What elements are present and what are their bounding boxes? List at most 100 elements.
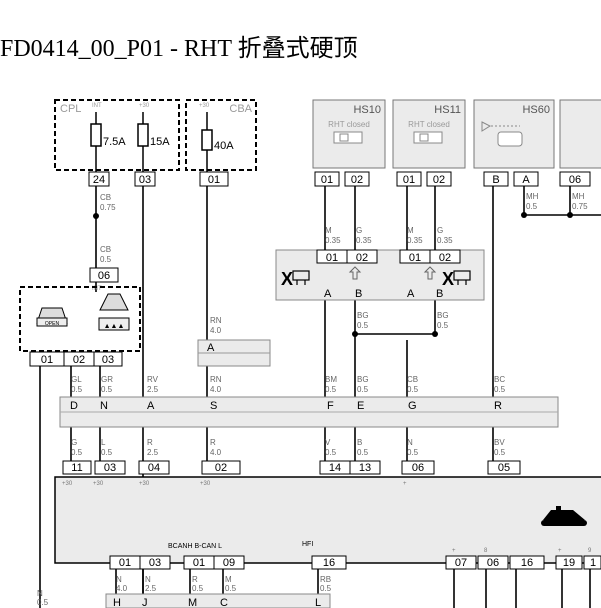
pin-letter: C: [220, 597, 228, 608]
wire-label: 0.5: [192, 584, 204, 593]
wire-label: RN: [210, 316, 222, 325]
sensor-icon: [481, 121, 492, 132]
pin-number: 06: [569, 174, 581, 186]
hfi-label: HFI: [302, 541, 313, 548]
wire-label: B: [357, 438, 362, 447]
pin-letter: S: [210, 400, 217, 412]
pin-letter: R: [494, 400, 502, 412]
pin-label: INT: [92, 103, 102, 109]
wire-label: BC: [494, 375, 505, 384]
wire-label: MH: [526, 192, 539, 201]
wire-label: M: [325, 226, 332, 235]
pin-number: 01: [321, 174, 333, 186]
wire-label: 0.5: [101, 385, 113, 394]
wire-label: 4.0: [210, 326, 222, 335]
pin-number: 01: [41, 354, 53, 366]
wire-label: 0.5: [320, 584, 332, 593]
arrow-up-icon: [423, 266, 437, 280]
pin-letter: B: [355, 288, 362, 300]
pin-label: INT: [92, 286, 102, 292]
pin-number: 01: [403, 174, 415, 186]
wire-label: 0.5: [37, 598, 49, 607]
pin-label: +30: [93, 481, 104, 487]
pin-number: 02: [215, 462, 227, 474]
wire-label: N: [407, 438, 413, 447]
wire-label: 0.5: [437, 321, 449, 330]
wire-label: CB: [407, 375, 418, 384]
pin-number: 03: [149, 557, 161, 569]
switch-label: HS60: [522, 104, 550, 116]
pin-letter: E: [357, 400, 364, 412]
pin-letter: N: [100, 400, 108, 412]
pin-number: 01: [208, 174, 220, 186]
pin-letter: B: [436, 288, 443, 300]
pin-number: 04: [148, 462, 160, 474]
pin-number: 14: [329, 462, 341, 474]
wire-label: 0.5: [100, 255, 112, 264]
pin-number: 01: [326, 252, 338, 264]
pin-number: 06: [487, 557, 499, 569]
arrow-up-icon: [348, 266, 362, 280]
wire-label: 0.35: [356, 236, 372, 245]
pin-label: +: [403, 481, 407, 487]
wire-label: RB: [320, 575, 331, 584]
wire-label: GL: [71, 375, 82, 384]
pin-number: 02: [73, 354, 85, 366]
pin-letter: M: [188, 597, 197, 608]
wire-label: 0.35: [325, 236, 341, 245]
pin-number: A: [522, 174, 530, 186]
pin-number: 06: [98, 270, 110, 282]
wire-label: V: [325, 438, 331, 447]
pin-label: 9: [588, 548, 592, 554]
wire-label: R: [192, 575, 198, 584]
svg-text:▲▲▲: ▲▲▲: [104, 323, 125, 330]
fuse-rating: 40A: [214, 140, 234, 152]
wire-label: G: [356, 226, 362, 235]
pin-letter: A: [324, 288, 332, 300]
pin-number: 02: [439, 252, 451, 264]
fuse-box-cpl: CPL INT +30 7.5A 15A 24 03: [54, 99, 180, 187]
wire-label: 0.35: [407, 236, 423, 245]
wire-label: 0.5: [71, 385, 83, 394]
wire-label: 0.5: [225, 584, 237, 593]
wire-label: 0.5: [357, 321, 369, 330]
sensor-body-icon: [497, 131, 523, 147]
pin-number: 19: [563, 557, 575, 569]
connector-icon: X: [281, 269, 293, 289]
wire-label: 2.5: [147, 385, 159, 394]
wire-label: 4.0: [210, 385, 222, 394]
button-caption: OPEN: [45, 321, 60, 327]
pin-number: 01: [119, 557, 131, 569]
fuse-icon: [137, 123, 149, 147]
wire-label: BG: [357, 375, 369, 384]
wire-label: 2.5: [147, 448, 159, 457]
roof-switch-unit: 06 INT OPEN ▲▲▲ 01 02 03: [19, 267, 141, 367]
pin-letter: A: [407, 288, 415, 300]
pin-number: 1: [590, 557, 596, 569]
junction-dots: [93, 212, 573, 337]
wire-label: R: [147, 438, 153, 447]
pin-number: 05: [498, 462, 510, 474]
partial-component-right: 06: [559, 99, 601, 187]
pin-label: 8: [484, 548, 488, 554]
fuse-icon: [90, 123, 102, 147]
switch-label: HS10: [353, 104, 381, 116]
pin-label: +30: [62, 481, 73, 487]
wire-label: 0.5: [407, 448, 419, 457]
wire-label: M: [225, 575, 232, 584]
wire-label: 2.5: [145, 584, 157, 593]
pin-number: 16: [521, 557, 533, 569]
wire-label: 0.5: [494, 448, 506, 457]
pin-number: 02: [351, 174, 363, 186]
wire-label: 0.5: [101, 448, 113, 457]
cba-tap-connector: A: [197, 339, 271, 367]
pin-number: 03: [139, 174, 151, 186]
switch-hs60: HS60 B A: [473, 99, 555, 187]
pin-letter: J: [142, 597, 148, 608]
pin-letter: G: [408, 400, 417, 412]
pin-number: 01: [193, 557, 205, 569]
fuse-icon: [201, 129, 213, 151]
pin-letter: A: [147, 400, 155, 412]
wire-label: 0.5: [407, 385, 419, 394]
